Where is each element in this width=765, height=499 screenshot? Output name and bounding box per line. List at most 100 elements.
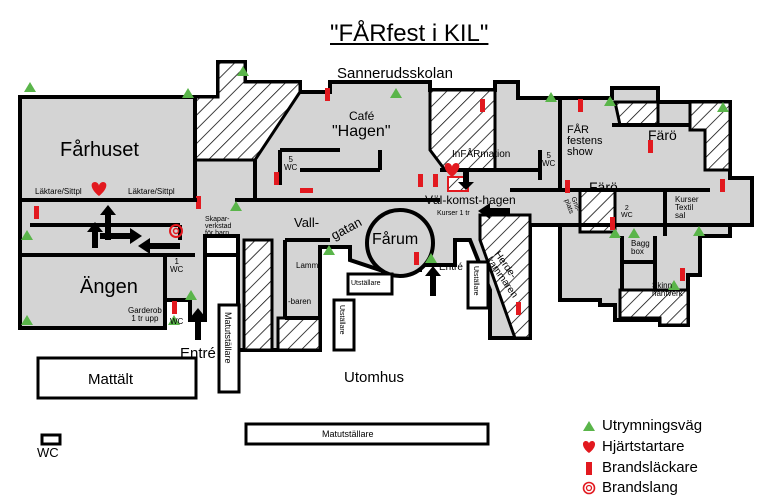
label-matutstallare-vertical: Matutställare xyxy=(223,312,233,364)
label-angen: Ängen xyxy=(80,276,138,298)
ring-red-icon xyxy=(582,481,596,494)
hatched-area-3 xyxy=(242,238,274,352)
extinguisher-icon xyxy=(172,301,177,314)
label-utstallare-3: Utställare xyxy=(472,266,479,296)
legend-label-extinguisher: Brandsläckare xyxy=(602,459,698,476)
label-faro-2: Färö xyxy=(589,179,618,195)
extinguisher-icon xyxy=(274,172,279,185)
exit-icon xyxy=(390,88,402,98)
extinguisher-icon xyxy=(414,252,419,265)
extinguisher-icon xyxy=(480,99,485,112)
exit-icon xyxy=(717,102,729,112)
arrow-right-icon-1 xyxy=(100,228,142,244)
label-entre-mid: Entré xyxy=(439,262,463,273)
label-kurser-textilsal: Kurser Textil sal xyxy=(675,195,699,220)
label-wc-small: WC xyxy=(170,317,184,326)
exit-icon xyxy=(609,228,621,238)
extinguisher-icon xyxy=(648,140,653,153)
label-mattalt: Mattält xyxy=(88,371,134,388)
arrow-up-icon-2 xyxy=(87,222,103,248)
legend-label-defibrillator: Hjärtstartare xyxy=(602,438,685,455)
exit-icon xyxy=(604,96,616,106)
triangle-green-icon xyxy=(583,420,595,431)
utstallare-box-2 xyxy=(466,260,490,310)
label-wc-2: 2 WC xyxy=(621,205,633,219)
arrow-down-icon-1 xyxy=(458,170,474,190)
label-garderob: Garderob 1 tr upp xyxy=(128,306,162,323)
extinguisher-icon xyxy=(300,188,313,193)
extinguisher-icon xyxy=(34,206,39,219)
exit-icon xyxy=(693,226,705,236)
hatched-area-8 xyxy=(618,288,690,327)
label-wc-5: 5 WC xyxy=(284,155,298,172)
label-matutstallare-horizontal: Matutställare xyxy=(322,429,374,439)
legend-fire-hose: Brandslang xyxy=(582,479,678,496)
extinguisher-icon xyxy=(516,302,521,315)
label-wc-5b: 5 WC xyxy=(542,151,556,168)
extinguisher-icon xyxy=(196,196,201,209)
arrow-up-icon-3 xyxy=(190,308,206,340)
heart-icon xyxy=(444,163,460,177)
legend-label-exit: Utrymningsväg xyxy=(602,417,703,434)
label-laktare-right: Läktare/Sittpl xyxy=(128,187,175,196)
label-skaparverkstad: Skapar- verkstad för barn xyxy=(205,216,232,237)
hatched-area-4 xyxy=(276,316,322,352)
label-baren: -baren xyxy=(288,297,312,306)
label-hagen: "Hagen" xyxy=(332,123,391,140)
hatched-area-7 xyxy=(688,100,732,172)
label-entre-left: Entré xyxy=(180,345,216,362)
exit-icon xyxy=(668,280,680,290)
exit-icon xyxy=(230,201,242,211)
label-farhuset: Fårhuset xyxy=(60,139,139,161)
arrow-left-icon-1 xyxy=(138,238,180,254)
extinguisher-icon xyxy=(325,88,330,101)
extinguisher-icon xyxy=(565,180,570,193)
exit-icon xyxy=(628,228,640,238)
label-cafe: Café xyxy=(349,109,375,123)
utstallare-box-1 xyxy=(332,298,356,352)
extinguisher-icon xyxy=(610,217,615,230)
utstallare-box-3 xyxy=(346,272,394,296)
exit-icon xyxy=(21,315,33,325)
label-vall: Vall- xyxy=(294,215,320,230)
label-farum: Fårum xyxy=(372,231,419,248)
arrow-up-icon-1 xyxy=(100,205,116,240)
label-utstallare-1: Utställare xyxy=(351,280,381,287)
legend-exit: Utrymningsväg xyxy=(582,417,702,434)
heart-icon xyxy=(91,182,107,196)
label-baggbox: Bagg box xyxy=(631,239,650,256)
interior-walls xyxy=(20,97,730,320)
exit-icon xyxy=(24,82,36,92)
legend-label-fire-hose: Brandslang xyxy=(602,479,678,496)
matutstallare-horizontal xyxy=(244,422,490,446)
direction-arrows xyxy=(87,170,510,340)
exit-markers xyxy=(21,66,729,325)
arrow-up-icon-4 xyxy=(425,266,441,296)
defibrillators xyxy=(91,163,460,196)
label-wc-outside: WC xyxy=(37,445,59,460)
label-utstallare-2: Utställare xyxy=(338,305,345,335)
hatched-area-6 xyxy=(613,100,660,127)
hatched-area-1 xyxy=(193,60,302,162)
exit-icon xyxy=(237,66,249,76)
extinguisher-icon xyxy=(720,179,725,192)
label-faro-1: Färö xyxy=(648,127,677,143)
extinguisher-icon xyxy=(578,99,583,112)
legend-extinguisher: Brandsläckare xyxy=(582,459,698,476)
label-laktare-left: Läktare/Sittpl xyxy=(35,187,82,196)
label-wc-1: 1 WC xyxy=(170,257,184,274)
label-skinnhantverk: Skinn hantverk xyxy=(652,281,683,298)
exit-icon xyxy=(425,253,437,263)
map-title: "FÅRfest i KIL" xyxy=(330,20,489,47)
exit-icon xyxy=(323,245,335,255)
label-far-festens-show: FÅR festens show xyxy=(567,124,603,158)
fire-hose-reel xyxy=(169,224,183,238)
extinguisher-icon xyxy=(418,174,423,187)
extinguisher-icon xyxy=(680,268,685,281)
label-lamm: Lamm xyxy=(296,261,319,270)
matutstallare-vertical xyxy=(217,303,241,394)
bar-red-icon xyxy=(586,461,592,475)
label-sannerudsskolan: Sannerudsskolan xyxy=(337,65,453,82)
exit-icon xyxy=(182,88,194,98)
exit-icon xyxy=(185,290,197,300)
